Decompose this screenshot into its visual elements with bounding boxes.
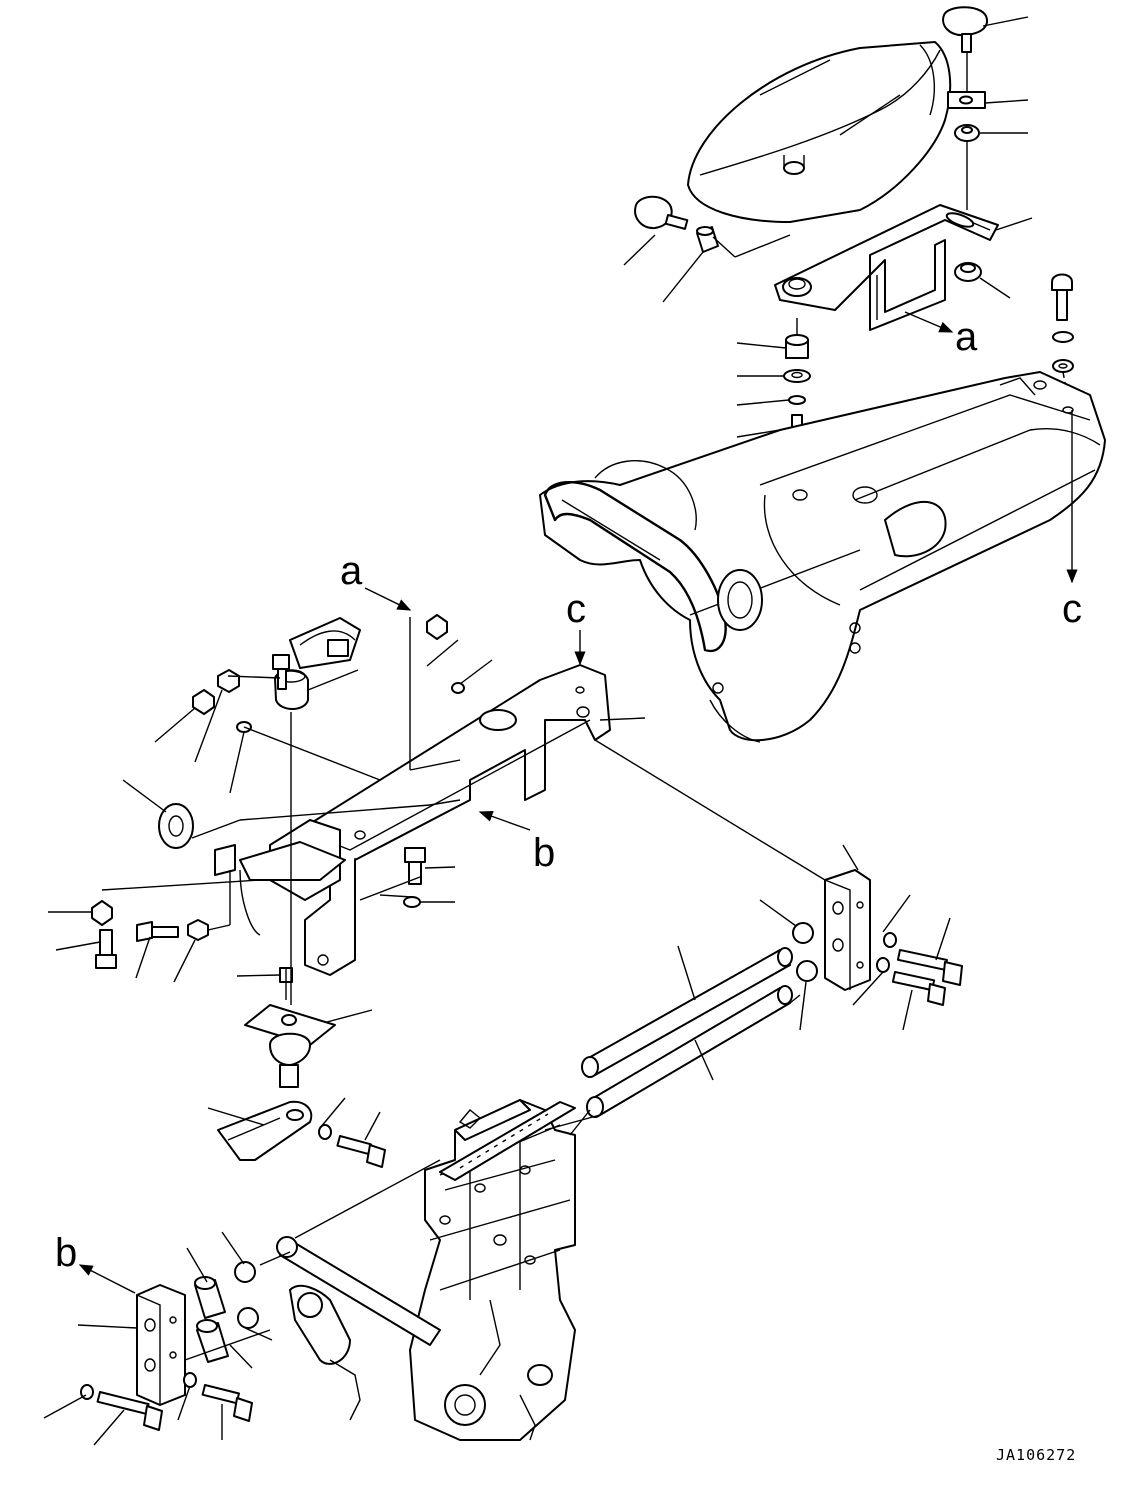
washer-mid (403, 896, 421, 908)
washer-lower-mid (183, 1372, 197, 1388)
cover-mount-bracket (774, 204, 999, 331)
large-washer (158, 803, 194, 849)
lock-washer (788, 395, 806, 405)
ref-label-c-mid: c (566, 587, 586, 631)
armrest-cover (687, 41, 952, 223)
bolt-right-lower (891, 971, 946, 1006)
leader-lines-top (623, 16, 1033, 438)
ref-label-a-top: a (955, 315, 978, 359)
drawing-code: JA106272 (996, 1446, 1076, 1464)
bushing-lower-upper (194, 1276, 226, 1319)
nut-lower-upper (234, 1261, 256, 1283)
nut-left-3 (187, 919, 209, 941)
knob-side (634, 195, 689, 230)
pivot-plate-ball-joint (244, 1004, 336, 1088)
washer-right-lower (876, 957, 890, 973)
console-base-casting (539, 371, 1106, 743)
bushing (785, 334, 809, 359)
nut-top-mid (426, 614, 448, 640)
washer-right-upper (883, 932, 897, 948)
nut-left-2 (217, 669, 240, 693)
connecting-rod-lower (586, 985, 793, 1118)
clamp-block-left (136, 1284, 186, 1406)
nut-left-1 (192, 689, 215, 715)
leader-lines-bottom (43, 1231, 273, 1446)
bolt-left-horizontal (136, 921, 179, 942)
washer-clevis (318, 1124, 332, 1140)
clamp-block-right (824, 869, 871, 991)
bushing-lower-lower (196, 1319, 229, 1363)
leader-lines-middle (48, 639, 951, 1141)
spacer-sleeve (696, 226, 719, 253)
nut-mid-left (91, 900, 113, 926)
ref-label-a-mid: a (340, 549, 363, 593)
nut-lower-lower (237, 1307, 259, 1329)
nut-rod-lower (796, 960, 818, 982)
bolt-clevis (336, 1135, 386, 1168)
assembly-lines-middle (101, 617, 826, 1361)
clevis-link (217, 1100, 313, 1161)
main-frame-bracket (214, 664, 611, 976)
bolt-lower-short (201, 1384, 253, 1422)
bolt-lower-long (96, 1391, 163, 1431)
bolt-left-vertical (95, 929, 117, 969)
perforated-plate (439, 1101, 576, 1181)
washer-top-mid (451, 682, 465, 694)
switch-assembly (272, 617, 361, 710)
grab-handle (543, 481, 727, 653)
knob-top (942, 6, 988, 53)
connecting-rod-upper (581, 947, 793, 1078)
ref-label-b-bottom: b (55, 1231, 77, 1275)
ref-label-b-mid: b (533, 831, 555, 875)
nut-rod-upper (792, 922, 814, 944)
grommet-right (954, 262, 982, 282)
flat-washer (783, 369, 811, 383)
ref-label-c-right: c (1062, 587, 1082, 631)
lever-shaft (276, 1236, 441, 1421)
bolt-right-upper (896, 949, 963, 986)
